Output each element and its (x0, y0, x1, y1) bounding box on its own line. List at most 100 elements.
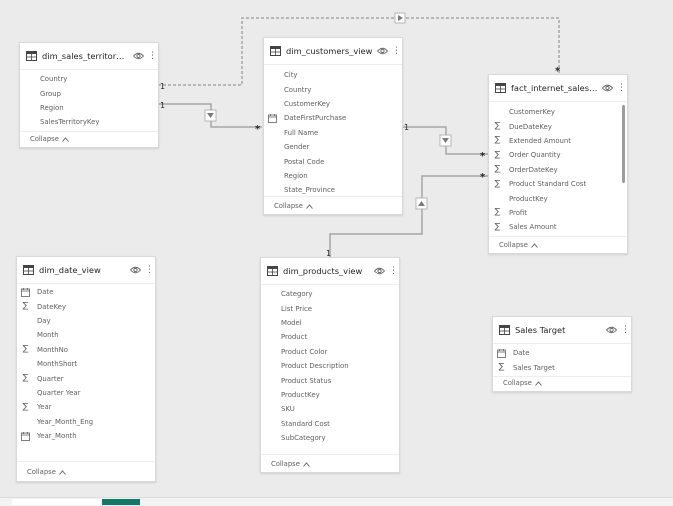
eye-icon[interactable] (374, 267, 385, 275)
table-card-sales-target[interactable]: Sales Target ⋮ Date∑Sales Target Collaps… (492, 316, 632, 392)
field-row[interactable]: SubCategory (261, 431, 399, 445)
field-row[interactable]: Day (17, 314, 155, 328)
table-card-header[interactable]: dim_date_view ⋮ (17, 257, 155, 284)
sigma-icon: ∑ (493, 208, 502, 217)
field-row[interactable]: List Price (261, 301, 399, 315)
field-row[interactable]: ∑Order Quantity (489, 148, 627, 162)
more-options-icon[interactable]: ⋮ (145, 264, 154, 275)
eye-icon[interactable] (377, 47, 388, 55)
field-row[interactable]: Postal Code (264, 154, 402, 168)
more-options-icon[interactable]: ⋮ (621, 324, 630, 335)
field-row[interactable]: Product (261, 330, 399, 344)
field-row[interactable]: Country (20, 72, 158, 86)
more-options-icon[interactable]: ⋮ (617, 82, 626, 93)
field-row[interactable]: Date (493, 346, 631, 360)
table-card-fact-internet-sales-view[interactable]: fact_internet_sales_vi... ⋮ CustomerKey ∑… (488, 74, 628, 254)
table-title: dim_sales_territory_vi... (42, 51, 129, 61)
eye-icon[interactable] (606, 326, 617, 334)
scrollbar[interactable] (622, 105, 625, 183)
field-name: Country (40, 75, 68, 84)
table-card-header[interactable]: fact_internet_sales_vi... ⋮ (489, 75, 627, 102)
field-row[interactable]: Product Color (261, 345, 399, 359)
field-row[interactable]: DateFirstPurchase (264, 111, 402, 125)
field-row[interactable]: Region (20, 101, 158, 115)
sigma-icon: ∑ (493, 179, 502, 189)
field-name: CustomerKey (509, 108, 555, 117)
field-row[interactable]: ∑Quarter (17, 371, 155, 385)
field-row[interactable]: Region (264, 169, 402, 183)
eye-icon[interactable] (133, 52, 144, 60)
table-card-dim-sales-territory-view[interactable]: dim_sales_territory_vi... ⋮ CountryGroup… (19, 42, 159, 148)
field-row[interactable]: ∑Extended Amount (489, 134, 627, 148)
field-icon-slot (265, 304, 274, 313)
table-icon (26, 51, 37, 61)
relationship-territory-fact-line[interactable] (158, 17, 560, 86)
field-row[interactable]: SalesTerritoryKey (20, 115, 158, 129)
field-row[interactable]: Product Description (261, 359, 399, 373)
chevron-up-icon (535, 380, 542, 386)
collapse-button[interactable]: Collapse (503, 379, 542, 387)
more-options-icon[interactable]: ⋮ (392, 45, 401, 56)
field-row[interactable]: ∑ Product Standard Cost (489, 177, 627, 191)
field-row[interactable]: ProductKey (261, 388, 399, 402)
table-title: Sales Target (515, 325, 566, 335)
field-row[interactable]: State_Province (264, 183, 402, 197)
field-row[interactable]: Product Status (261, 373, 399, 387)
more-options-icon[interactable]: ⋮ (148, 50, 157, 61)
field-row[interactable]: Model (261, 316, 399, 330)
collapse-button[interactable]: Collapse (27, 468, 66, 476)
field-row[interactable]: MonthShort (17, 357, 155, 371)
field-row[interactable]: Month (17, 328, 155, 342)
field-name: Product Standard Cost (509, 180, 587, 189)
field-row[interactable]: ∑Year (17, 400, 155, 414)
field-row[interactable]: Date (17, 285, 155, 299)
page-tab[interactable] (12, 499, 100, 505)
eye-icon[interactable] (130, 266, 141, 274)
field-name: DateKey (37, 302, 66, 311)
field-row[interactable]: Category (261, 287, 399, 301)
cardinality-many: * (480, 151, 486, 162)
table-card-header[interactable]: Sales Target ⋮ (493, 317, 631, 344)
table-card-header[interactable]: dim_customers_view ⋮ (264, 38, 402, 65)
active-page-tab[interactable] (102, 499, 140, 505)
field-row[interactable]: ∑DateKey (17, 299, 155, 313)
table-card-header[interactable]: dim_sales_territory_vi... ⋮ (20, 43, 158, 70)
collapse-button[interactable]: Collapse (274, 202, 313, 210)
field-row[interactable]: CustomerKey (489, 105, 627, 119)
field-icon-slot (268, 128, 277, 137)
table-card-header[interactable]: dim_products_view ⋮ (261, 258, 399, 285)
collapse-button[interactable]: Collapse (30, 135, 69, 143)
relationship-products-fact-line[interactable] (329, 175, 488, 258)
eye-icon[interactable] (602, 84, 613, 92)
field-row[interactable]: ∑OrderDateKey (489, 163, 627, 177)
field-row[interactable]: Quarter Year (17, 386, 155, 400)
field-row[interactable]: Year_Month (17, 429, 155, 443)
field-row[interactable]: ∑Sales Target (493, 360, 631, 374)
more-options-icon[interactable]: ⋮ (389, 265, 398, 276)
field-row[interactable]: ProductKey (489, 191, 627, 205)
collapse-button[interactable]: Collapse (271, 460, 310, 468)
sigma-icon: ∑ (493, 222, 502, 232)
field-row[interactable]: ∑DueDateKey (489, 119, 627, 133)
field-row[interactable]: City (264, 68, 402, 82)
field-row[interactable]: Country (264, 82, 402, 96)
field-row[interactable]: Standard Cost (261, 417, 399, 431)
field-row[interactable]: ∑MonthNo (17, 343, 155, 357)
field-row[interactable]: ∑Sales Amount (489, 220, 627, 234)
field-row[interactable]: CustomerKey (264, 97, 402, 111)
field-name: MonthShort (37, 360, 78, 369)
field-name: Country (284, 85, 312, 94)
field-row[interactable]: Group (20, 86, 158, 100)
cardinality-many: * (555, 66, 561, 77)
field-row[interactable]: SKU (261, 402, 399, 416)
field-row[interactable]: Year_Month_Eng (17, 415, 155, 429)
field-row[interactable]: Full Name (264, 126, 402, 140)
field-row[interactable]: Gender (264, 140, 402, 154)
field-row[interactable]: ∑Profit (489, 206, 627, 220)
table-title: dim_products_view (283, 266, 363, 276)
collapse-button[interactable]: Collapse (499, 241, 538, 249)
